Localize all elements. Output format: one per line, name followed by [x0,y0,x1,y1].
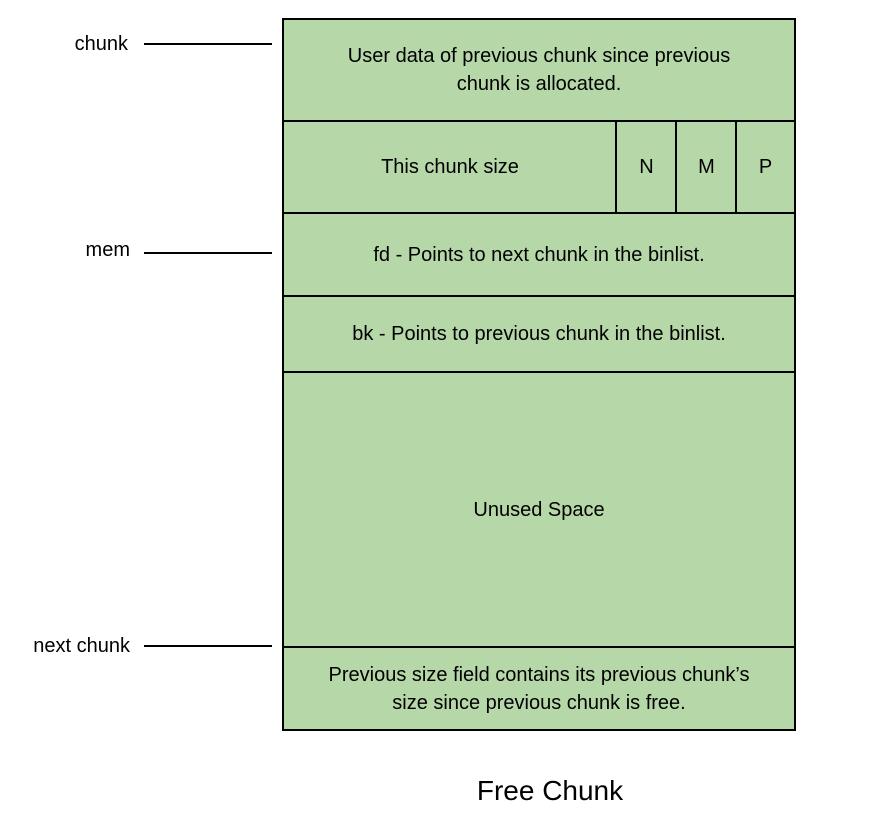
mem-pointer-label: mem [85,239,130,261]
chunk-pointer-label: chunk [74,33,128,55]
prev-size-text: Previous size field contains its previou… [328,663,750,714]
flag-p-text: P [758,156,773,178]
unused-space-text: Unused Space [473,498,605,521]
flag-p-cell: P [737,122,794,212]
next-chunk-arrow-line [144,645,272,647]
next-chunk-pointer-label: next chunk [33,635,130,657]
prev-user-data-block: User data of previous chunk since previo… [282,18,796,122]
mem-arrow-line [144,252,272,254]
flag-m-text: M [698,156,715,178]
flag-n-cell: N [617,122,676,212]
chunk-size-text: This chunk size [381,156,519,178]
bk-text: bk - Points to previous chunk in the bin… [352,323,726,345]
diagram-caption: Free Chunk [476,775,624,806]
fd-block: fd - Points to next chunk in the binlist… [282,212,796,297]
flag-divider [735,122,737,212]
unused-space-block: Unused Space [282,371,796,648]
chunk-size-cell: This chunk size [284,122,616,212]
fd-text: fd - Points to next chunk in the binlist… [373,243,705,266]
flag-n-text: N [639,156,654,178]
flag-divider [675,122,677,212]
prev-size-block: Previous size field contains its previou… [282,646,796,731]
flag-m-cell: M [677,122,736,212]
bk-block: bk - Points to previous chunk in the bin… [282,295,796,373]
prev-user-data-text: User data of previous chunk since previo… [347,45,731,95]
chunk-size-row: This chunk size N M P [282,120,796,214]
chunk-arrow-line [144,43,272,45]
flag-divider [615,122,617,212]
